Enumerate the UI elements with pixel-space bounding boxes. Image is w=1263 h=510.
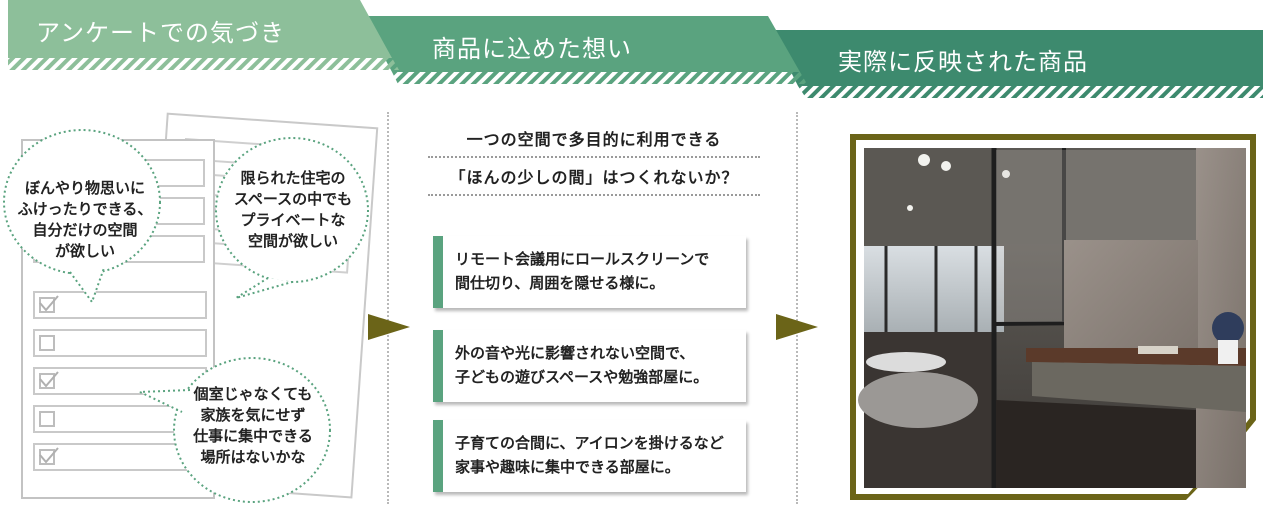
card-accent-bar bbox=[433, 236, 443, 308]
banner-step2-shape bbox=[362, 16, 807, 84]
product-photo bbox=[850, 134, 1256, 500]
concept-card-1: リモート会議用にロールスクリーンで 間仕切り、周囲を隠せる様に。 bbox=[433, 236, 746, 308]
header-banners bbox=[8, 0, 1263, 98]
card-text: 外の音や光に影響されない空間で、 子どもの遊びスペースや勉強部屋に。 bbox=[455, 344, 709, 386]
bubble2-text: 限られた住宅の スペースの中でも プライベートな 空間が欲しい bbox=[233, 169, 353, 250]
step3-title: 実際に反映された商品 bbox=[838, 48, 1088, 76]
question-line-2: 「ほんの少しの間」はつくれないか？ bbox=[449, 168, 739, 187]
column-divider-1 bbox=[387, 112, 389, 504]
question-line-1: 一つの空間で多目的に利用できる bbox=[466, 130, 722, 149]
concept-question: 一つの空間で多目的に利用できる 「ほんの少しの間」はつくれないか？ bbox=[418, 126, 770, 206]
step1-title: アンケートでの気づき bbox=[36, 19, 286, 47]
triangle-right-icon bbox=[776, 314, 818, 340]
column-divider-2 bbox=[796, 112, 798, 504]
question-divider bbox=[428, 194, 760, 196]
survey-illustration bbox=[3, 112, 379, 503]
card-text: リモート会議用にロールスクリーンで 間仕切り、周囲を隠せる様に。 bbox=[455, 250, 710, 292]
thought-bubble-2 bbox=[215, 137, 369, 299]
step2-title: 商品に込めた想い bbox=[432, 35, 632, 63]
thought-bubble-1 bbox=[3, 129, 161, 305]
triangle-right-icon bbox=[368, 314, 410, 340]
question-divider bbox=[428, 156, 760, 158]
thought-bubble-3 bbox=[139, 357, 331, 503]
bubble1-text: ぼんやり物思いに ふけったりできる、 自分だけの空間 が欲しい bbox=[17, 179, 153, 260]
banner-step3-shape bbox=[770, 30, 1263, 98]
bubble3-text: 個室じゃなくても 家族を気にせず 仕事に集中できる 場所はないかな bbox=[193, 385, 313, 466]
card-text: 子育ての合間に、アイロンを掛けるなど 家事や趣味に集中できる部屋に。 bbox=[455, 434, 724, 476]
banner-step1-shape bbox=[8, 0, 399, 70]
card-accent-bar bbox=[433, 420, 443, 492]
concept-card-3: 子育ての合間に、アイロンを掛けるなど 家事や趣味に集中できる部屋に。 bbox=[433, 420, 746, 492]
card-accent-bar bbox=[433, 330, 443, 402]
concept-card-2: 外の音や光に影響されない空間で、 子どもの遊びスペースや勉強部屋に。 bbox=[433, 330, 746, 402]
